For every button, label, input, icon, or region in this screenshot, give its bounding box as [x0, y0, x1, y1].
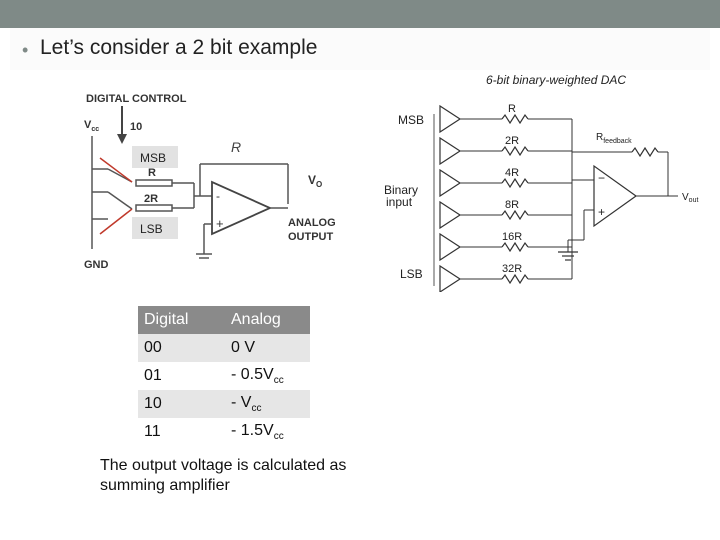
resistor-r: [135, 179, 173, 187]
right-msb-label: MSB: [398, 113, 424, 127]
resistor-r-label: R: [148, 167, 156, 179]
gnd-label: GND: [84, 259, 109, 271]
resistor-label: R: [508, 103, 516, 115]
op-amp: [211, 180, 273, 236]
feedback-resistor-label: R: [231, 139, 241, 155]
dac-title: 6-bit binary-weighted DAC: [486, 73, 626, 87]
table-row: 00 0 V: [138, 334, 310, 362]
buffer-stage: [439, 200, 572, 230]
title-bullet: •: [22, 40, 29, 60]
explanation-note: The output voltage is calculated as summ…: [100, 457, 347, 494]
resistor-2r-label: 2R: [144, 193, 158, 205]
bits-label: 10: [130, 121, 142, 133]
msb-box: [132, 146, 178, 168]
resistor-label: 8R: [505, 199, 519, 211]
buffer-stage: [439, 264, 572, 292]
slide-title: Let’s consider a 2 bit example: [40, 36, 318, 59]
buffer-stage: [439, 232, 572, 262]
table-row: 01 - 0.5Vcc: [138, 362, 310, 390]
lsb-label: LSB: [140, 222, 163, 236]
right-lsb-label: LSB: [400, 267, 423, 281]
rfeedback-label: Rfeedback: [596, 132, 632, 145]
resistor-2r: [135, 204, 173, 212]
resistor-label: 4R: [505, 167, 519, 179]
analog-cell: - 1.5Vcc: [231, 421, 284, 443]
msb-label: MSB: [140, 151, 166, 165]
lsb-switch: [107, 191, 133, 210]
analog-cell: 0 V: [225, 334, 310, 362]
analog-cell: - 0.5Vcc: [231, 365, 284, 387]
binary-label: Binary: [384, 183, 418, 197]
buffer-stage-list: [439, 104, 572, 292]
right-plus: +: [598, 205, 605, 219]
title-band: [10, 28, 710, 70]
resistor-label: 16R: [502, 231, 522, 243]
digital-control-label: DIGITAL CONTROL: [86, 93, 187, 105]
input-label: input: [386, 195, 413, 209]
vout-label: Vout: [682, 192, 698, 204]
digital-cell: 00: [138, 334, 225, 362]
feedback-resistor: [631, 146, 659, 158]
buffer-stage: [439, 136, 572, 166]
op-amp-plus: +: [216, 216, 224, 231]
buffer-stage: [439, 104, 572, 134]
lsb-pointer: [99, 208, 133, 235]
lsb-box: [132, 217, 178, 239]
vcc-label: Vcc: [84, 119, 99, 133]
analog-cell: - Vcc: [225, 390, 310, 418]
table-row: 10 - Vcc: [138, 390, 310, 418]
digital-cell: 11: [144, 423, 161, 440]
analog-label: ANALOG: [288, 217, 336, 229]
vo-label: VO: [308, 173, 322, 189]
resistor-label: 32R: [502, 263, 522, 275]
control-arrowhead: [117, 134, 127, 144]
top-accent-bar: [0, 0, 720, 28]
msb-pointer: [99, 157, 133, 183]
header-analog: Analog: [225, 306, 310, 334]
resistor-label: 2R: [505, 135, 519, 147]
truth-table: Digital Analog 00 0 V 01 - 0.5Vcc 10 - V…: [138, 306, 310, 446]
right-op-amp: [593, 164, 638, 228]
digital-cell: 10: [138, 390, 225, 418]
digital-cell: 01: [144, 367, 162, 384]
right-minus: −: [598, 171, 605, 185]
header-digital: Digital: [138, 306, 225, 334]
op-amp-minus: -: [216, 189, 220, 203]
table-row: 11 - 1.5Vcc: [138, 418, 310, 446]
output-label: OUTPUT: [288, 231, 334, 243]
table-header-row: Digital Analog: [138, 306, 310, 334]
buffer-stage: [439, 168, 572, 198]
two-bit-dac-circuit: DIGITAL CONTROL Vcc 10 MSB LSB R 2R R - …: [84, 93, 336, 271]
six-bit-dac-circuit: 6-bit binary-weighted DAC MSB LSB Binary…: [384, 73, 698, 292]
